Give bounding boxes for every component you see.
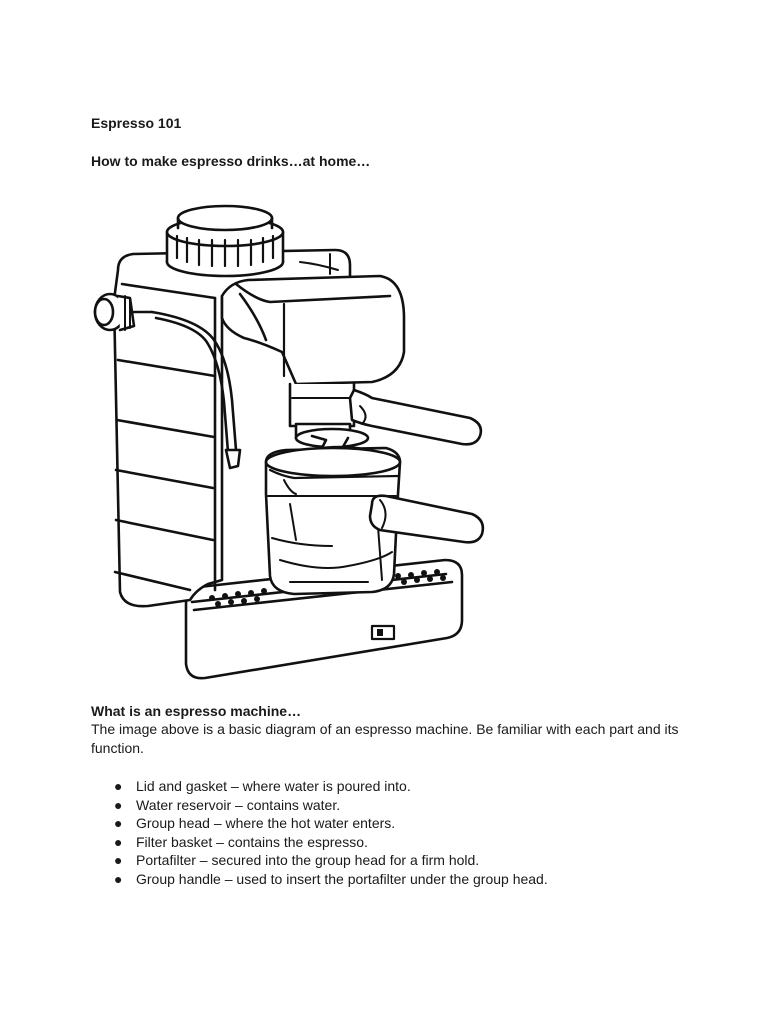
- page-subtitle: How to make espresso drinks…at home…: [91, 153, 371, 169]
- lid-and-gasket: [165, 204, 285, 278]
- bullet-icon: ●: [114, 870, 123, 887]
- list-item: ● Filter basket – contains the espresso.: [91, 833, 548, 852]
- list-item-text: Water reservoir – contains water.: [136, 796, 341, 813]
- bullet-icon: ●: [114, 852, 123, 868]
- list-item-text: Group head – where the hot water enters.: [136, 815, 396, 831]
- parts-list: ● Lid and gasket – where water is poured…: [91, 777, 548, 888]
- group-handle: [348, 388, 483, 446]
- section-heading: What is an espresso machine…: [91, 703, 302, 719]
- page-title: Espresso 101: [91, 115, 182, 131]
- drip-tray-holes: [209, 569, 446, 607]
- portafilter: [264, 446, 402, 596]
- steam-wand: [150, 310, 242, 470]
- list-item: ● Lid and gasket – where water is poured…: [91, 777, 548, 796]
- bullet-icon: ●: [114, 815, 123, 831]
- bullet-icon: ●: [114, 778, 123, 794]
- list-item: ● Portafilter – secured into the group h…: [91, 851, 548, 870]
- list-item-text: Portafilter – secured into the group hea…: [136, 852, 480, 868]
- list-item-text: Filter basket – contains the espresso.: [136, 833, 368, 850]
- steam-knob: [93, 292, 154, 332]
- bullet-icon: ●: [114, 796, 123, 813]
- list-item-text: Group handle – used to insert the portaf…: [136, 870, 548, 887]
- list-item-text: Lid and gasket – where water is poured i…: [136, 778, 411, 794]
- section-body: The image above is a basic diagram of an…: [91, 721, 679, 756]
- bullet-icon: ●: [114, 833, 123, 850]
- portafilter-handle: [368, 494, 485, 544]
- espresso-machine-diagram: [85, 196, 485, 686]
- espresso-machine-drawing: [93, 204, 485, 680]
- list-item: ● Group head – where the hot water enter…: [91, 814, 548, 833]
- list-item: ● Group handle – used to insert the port…: [91, 870, 548, 889]
- list-item: ● Water reservoir – contains water.: [91, 796, 548, 815]
- water-reservoir: [112, 248, 352, 608]
